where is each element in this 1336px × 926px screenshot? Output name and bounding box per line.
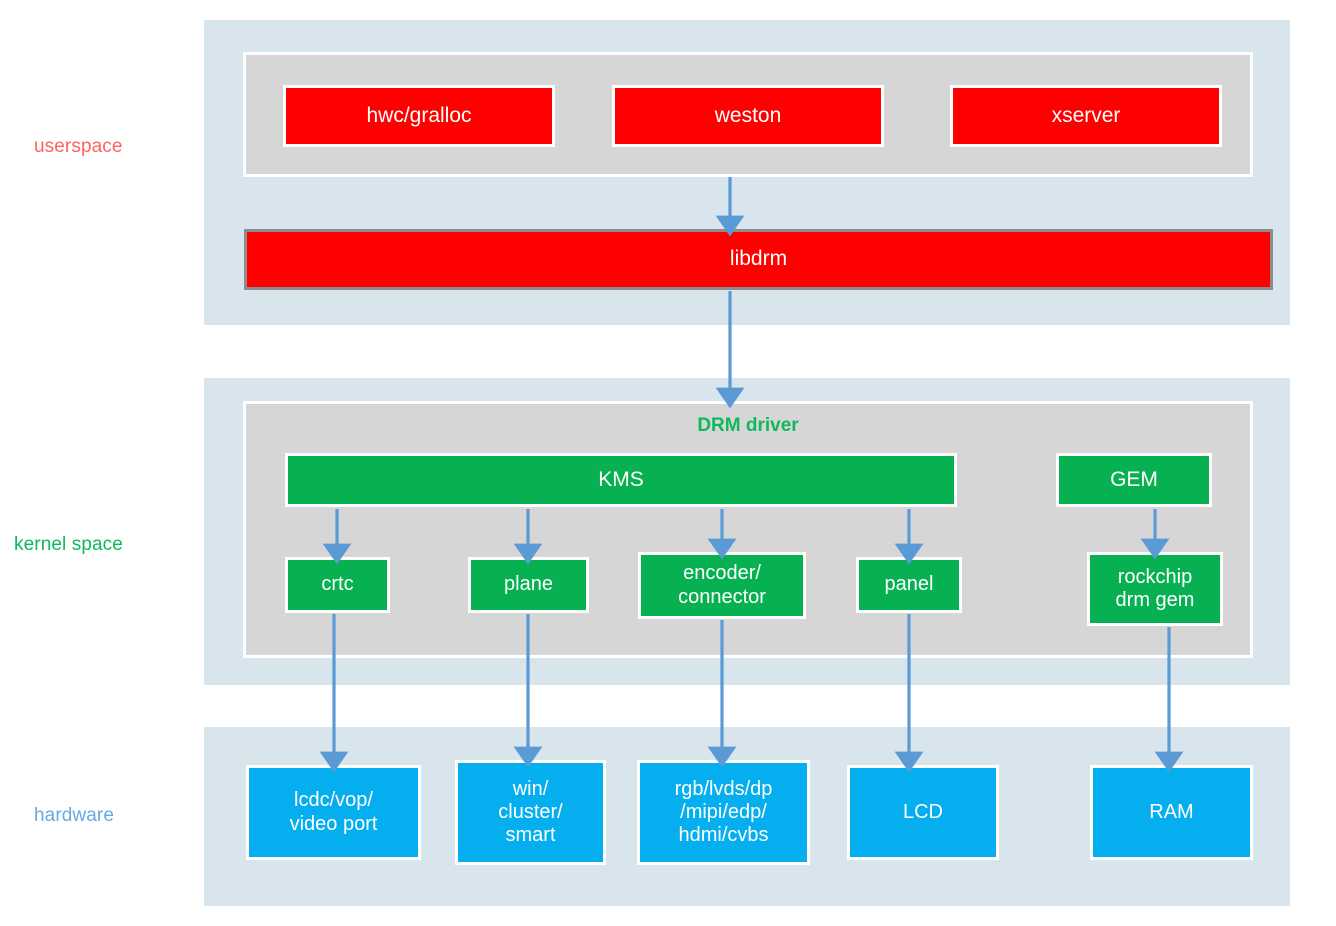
node-xserver[interactable]: xserver xyxy=(950,85,1222,147)
node-weston-label: weston xyxy=(714,103,782,127)
node-lcdc-vop-video-port-label: lcdc/vop/video port xyxy=(289,789,378,835)
node-plane[interactable]: plane xyxy=(468,557,589,613)
node-rgb-lvds-dp-mipi-edp-hdmi-cvbs[interactable]: rgb/lvds/dp/mipi/edp/hdmi/cvbs xyxy=(637,760,810,865)
node-lcd-label: LCD xyxy=(902,800,943,823)
layer-label-hardware: hardware xyxy=(34,805,115,826)
node-win-cluster-smart-label: win/cluster/smart xyxy=(498,777,563,847)
node-lcdc-vop-video-port[interactable]: lcdc/vop/video port xyxy=(246,765,421,860)
drm-driver-title: DRM driver xyxy=(697,415,799,436)
node-ram[interactable]: RAM xyxy=(1090,765,1253,860)
node-gem[interactable]: GEM xyxy=(1056,453,1212,507)
layer-label-kernel-space: kernel space xyxy=(14,534,123,555)
node-weston[interactable]: weston xyxy=(612,85,884,147)
node-xserver-label: xserver xyxy=(1051,103,1121,127)
node-panel-label: panel xyxy=(884,573,934,596)
node-plane-label: plane xyxy=(504,573,553,596)
node-hwc-gralloc[interactable]: hwc/gralloc xyxy=(283,85,555,147)
node-encoder-connector[interactable]: encoder/connector xyxy=(638,552,806,619)
node-crtc-label: crtc xyxy=(321,573,354,596)
node-crtc[interactable]: crtc xyxy=(285,557,390,613)
node-ram-label: RAM xyxy=(1149,800,1194,823)
node-kms[interactable]: KMS xyxy=(285,453,957,507)
node-win-cluster-smart[interactable]: win/cluster/smart xyxy=(455,760,606,865)
node-hwc-gralloc-label: hwc/gralloc xyxy=(366,103,472,127)
node-rgb-lvds-dp-mipi-edp-hdmi-cvbs-label: rgb/lvds/dp/mipi/edp/hdmi/cvbs xyxy=(674,777,773,847)
node-libdrm-label: libdrm xyxy=(729,247,788,271)
node-kms-label: KMS xyxy=(598,467,644,491)
node-lcd[interactable]: LCD xyxy=(847,765,999,860)
node-gem-label: GEM xyxy=(1110,467,1158,491)
layer-label-userspace: userspace xyxy=(34,136,123,157)
node-libdrm[interactable]: libdrm xyxy=(244,229,1273,290)
node-panel[interactable]: panel xyxy=(856,557,962,613)
node-encoder-connector-label: encoder/connector xyxy=(678,562,766,608)
